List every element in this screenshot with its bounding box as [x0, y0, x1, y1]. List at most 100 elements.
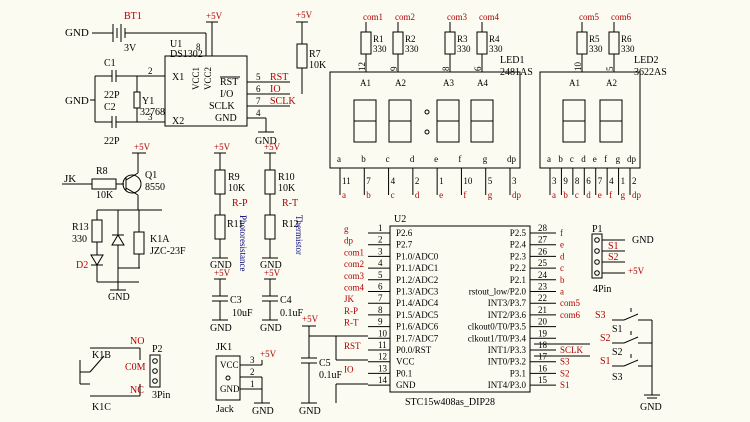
display-pin-net: dp	[512, 190, 522, 200]
display-pin-number: 5	[488, 176, 493, 186]
u2-part: STC15w408as_DIP28	[405, 397, 495, 408]
display-pin-net: b	[366, 190, 371, 200]
segment-letter: a	[337, 154, 341, 164]
c1-value: 22P	[104, 90, 120, 101]
segment-letter: g	[616, 154, 621, 164]
display-pin-net: b	[563, 190, 568, 200]
u2-right-net: S1	[560, 380, 570, 390]
segment-letter: d	[581, 154, 586, 164]
battery-bt1: GND BT1 3V	[65, 11, 206, 54]
r9-ref: R9	[228, 172, 240, 183]
seg-res-ref: R6	[621, 34, 632, 44]
display-pin-net: g	[488, 190, 493, 200]
display-pin-net: a	[552, 190, 556, 200]
u2-right-net: com5	[560, 298, 580, 308]
vcc-label: +5V	[296, 10, 313, 20]
u2-pin-name: P1.7/ADC7	[396, 333, 439, 343]
segment-resistor	[360, 31, 372, 55]
u2-pin-name: INT0/P3.2	[488, 357, 526, 367]
gnd-label-p1: GND	[632, 235, 654, 246]
u2-pin-number: 9	[378, 317, 383, 327]
vcc-label: +5V	[302, 314, 319, 324]
c2-ref: C2	[104, 102, 116, 113]
display-pin-number: 2	[632, 176, 637, 186]
vcc-label: +5V	[206, 11, 223, 21]
digit-label: A3	[443, 78, 454, 88]
display-pin-net: dp	[632, 190, 642, 200]
k1c-ref: K1C	[92, 402, 111, 413]
u2-pin-name: GND	[396, 380, 416, 390]
u2-pin-name: clkout1/T0/P3.4	[468, 333, 527, 343]
vcc-label: +5V	[264, 142, 281, 152]
p1-ref: P1	[592, 224, 603, 235]
segment-letter: g	[483, 154, 488, 164]
u2-pin-name: P2.1	[510, 275, 526, 285]
y1-value: 32768	[140, 107, 165, 118]
u2-right-net: f	[560, 228, 563, 238]
digit-label: A1	[360, 78, 371, 88]
com-net-label: com3	[447, 12, 467, 22]
u2-pin-name: P1.3/ADC3	[396, 287, 439, 297]
relay-driver: JK R8 10K Q1 8550 +5V R13 330 D2 K1A	[62, 142, 186, 303]
u2-pin-number: 26	[538, 246, 548, 256]
u2-pin-name: INT3/P3.7	[488, 298, 527, 308]
jk1-value: Jack	[216, 404, 234, 415]
d2-ref: D2	[76, 260, 88, 271]
u2-pin-name: P2.4	[510, 240, 527, 250]
u2-left-net: com1	[344, 247, 364, 257]
net-sclk-u1: SCLK	[270, 96, 296, 107]
u1-pin-vcc1: VCC1	[191, 67, 201, 90]
u2-pin-name: VCC	[396, 357, 415, 367]
seg-res-value: 330	[457, 44, 471, 54]
u2-pin-number: 6	[378, 282, 383, 292]
u1-pin5: 5	[256, 72, 261, 82]
u2-right-net: b	[560, 275, 565, 285]
seg-res-value: 330	[489, 44, 503, 54]
k1a-ref: K1A	[150, 234, 170, 245]
u2-right-net: SCLK	[560, 345, 584, 355]
seg-res-pin: 5	[605, 66, 615, 71]
net-s3-btn: S3	[595, 310, 606, 321]
led2-ref: LED2	[634, 55, 658, 66]
u2-left-net: com4	[344, 283, 364, 293]
u2-pin-name: P0.1	[396, 368, 412, 378]
gnd-label-r12: GND	[260, 260, 282, 271]
r13-ref: R13	[72, 222, 89, 233]
u1-pin-vcc2: VCC2	[203, 67, 213, 90]
ds1302-chip: U1 DS1302 8 X1 X2 VCC1 VCC2 RST I/O SCLK…	[164, 39, 296, 147]
vcc-u1: +5V	[205, 11, 223, 56]
gnd-label: GND	[65, 27, 89, 39]
net-s1-btn: S1	[600, 356, 611, 367]
net-io-u1: IO	[270, 84, 281, 95]
u2-left-net: JK	[344, 294, 355, 304]
r7-pullup: +5V R7 10K	[296, 10, 327, 94]
segment-letter: c	[386, 154, 390, 164]
segment-letter: f	[604, 154, 607, 164]
u1-pin-gnd: GND	[215, 113, 237, 124]
u2-left-net: dp	[344, 236, 354, 246]
jk1-pin1: 1	[250, 379, 255, 389]
segment-letter: c	[570, 154, 574, 164]
display-pin-number: 4	[609, 176, 614, 186]
capacitor-c3-c4: +5V C3 10uF GND +5V C4 0.1uF GND	[210, 268, 304, 334]
u2-pin-number: 16	[538, 363, 548, 373]
u2-right-net: S3	[560, 357, 570, 367]
u2-right-net: d	[560, 251, 565, 261]
u2-pin-number: 14	[378, 375, 388, 385]
segment-letter: e	[434, 154, 438, 164]
bt1-ref: BT1	[124, 11, 142, 22]
jk-label-driver: JK	[64, 173, 76, 185]
gnd-label-relay: GND	[108, 292, 130, 303]
display-pin-number: 2	[415, 176, 420, 186]
u2-pin-number: 5	[378, 270, 383, 280]
u2-left-net: IO	[344, 364, 354, 374]
jk1-pin3: 3	[250, 355, 255, 365]
u2-pin-name: P2.7	[396, 240, 413, 250]
seg-res-ref: R1	[373, 34, 384, 44]
u2-pin-name: INT1/P3.3	[488, 345, 527, 355]
jk1-gnd: GND	[220, 384, 240, 394]
seg-res-value: 330	[373, 44, 387, 54]
display-pin-net: a	[342, 190, 346, 200]
c5-decoupling: +5V C5 0.1uF GND	[299, 314, 368, 417]
